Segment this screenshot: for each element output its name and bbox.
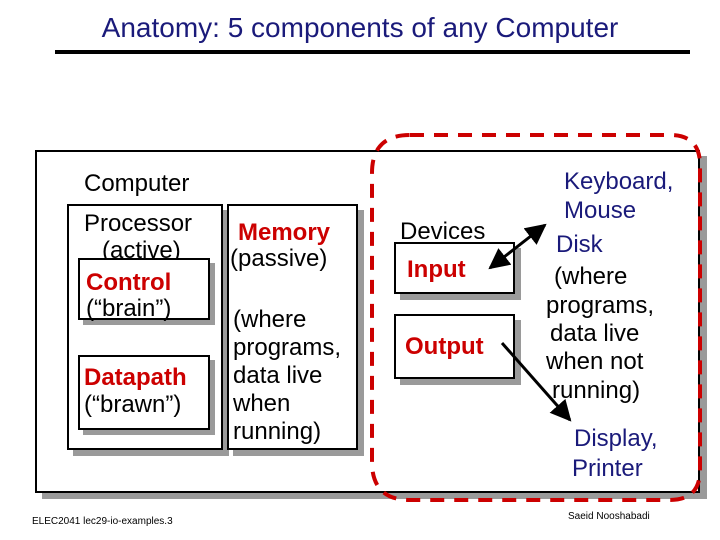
memory-desc-line-2: programs, [233, 334, 342, 361]
output-example-line-2: Printer [572, 455, 643, 482]
input-example-line-3: Disk [556, 231, 603, 258]
memory-desc-line-1: (where [233, 306, 307, 333]
datapath-box [78, 355, 210, 430]
arrow-to-input [488, 223, 547, 270]
footer-right: Saeid Nooshabadi [568, 511, 650, 522]
datapath-desc: (“brawn”) [84, 391, 182, 418]
input-example-line-7: when not [546, 348, 644, 375]
devices-dashed-outline [370, 133, 702, 502]
input-label: Input [407, 256, 466, 283]
devices-label: Devices [400, 218, 486, 245]
input-example-line-6: data live [550, 320, 640, 347]
title-underline [55, 50, 690, 54]
input-example-line-4: (where [554, 263, 628, 290]
slide-title: Anatomy: 5 components of any Computer [101, 12, 619, 43]
memory-box [227, 204, 358, 450]
footer-left: ELEC2041 lec29-io-examples.3 [32, 516, 173, 527]
output-box [394, 314, 515, 379]
input-example-line-8: running) [552, 377, 641, 404]
memory-desc-line-5: running) [233, 418, 322, 445]
control-label: Control [86, 269, 172, 296]
processor-label: Processor [84, 210, 193, 237]
output-example-line-1: Display, [574, 425, 658, 452]
input-example-line-2: Mouse [564, 197, 637, 224]
memory-desc-line-3: data live [233, 362, 323, 389]
control-box [78, 258, 210, 320]
computer-label: Computer [84, 170, 190, 197]
datapath-label: Datapath [84, 364, 187, 391]
input-example-line-1: Keyboard, [564, 168, 674, 195]
control-desc: (“brain”) [86, 295, 172, 322]
memory-label: Memory [238, 219, 331, 246]
arrow-from-output [500, 342, 572, 422]
memory-sublabel: (passive) [230, 245, 328, 272]
input-example-line-5: programs, [546, 292, 655, 319]
memory-desc-line-4: when [233, 390, 291, 417]
output-label: Output [405, 333, 484, 360]
